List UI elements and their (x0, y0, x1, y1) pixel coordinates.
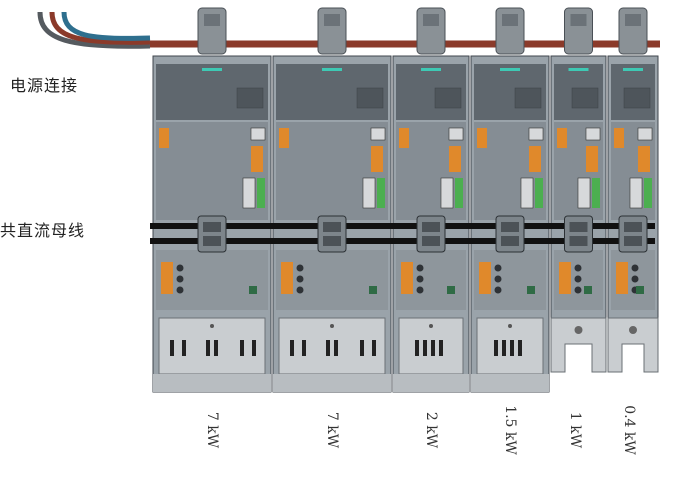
power-rating-1: 7 kW (204, 411, 221, 449)
bus-clamp-5 (564, 215, 593, 253)
drive-module-2 (272, 7, 392, 393)
power-rating-6: 0.4 kW (620, 405, 637, 455)
power-rating-5: 1 kW (566, 411, 583, 449)
drive-module-1 (152, 7, 272, 393)
bus-clamp-1 (197, 215, 227, 253)
drive-module-4 (470, 7, 550, 393)
bus-clamp-3 (416, 215, 446, 253)
power-connection-label: 电源连接 (10, 76, 79, 95)
power-rating-4: 1.5 kW (501, 405, 518, 455)
drive-module-6 (607, 7, 659, 373)
bus-clamp-2 (317, 215, 347, 253)
drive-module-5 (550, 7, 607, 373)
power-rating-2: 7 kW (324, 411, 341, 449)
dc-bus-bars (150, 223, 655, 244)
common-dc-bus-label: 共直流母线 (0, 221, 86, 240)
bus-clamp-4 (495, 215, 525, 253)
power-rating-3: 2 kW (423, 411, 440, 449)
bus-clamp-6 (618, 215, 648, 253)
drive-module-3 (392, 7, 470, 393)
